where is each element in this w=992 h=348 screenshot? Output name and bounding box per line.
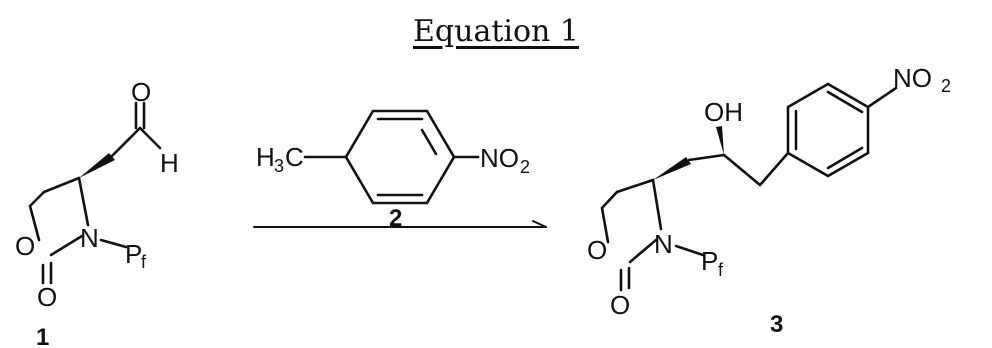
- reaction-arrow: [253, 220, 547, 228]
- aldehyde-ch-bond: [138, 126, 162, 150]
- aromatic-double-bond: [826, 146, 864, 170]
- compound-1: O N O P f O H 1: [15, 77, 179, 348]
- chain-bond: [687, 153, 726, 162]
- benzene-ring: [786, 82, 870, 178]
- nitro-label: NO: [893, 63, 932, 93]
- ring-oxygen-label: O: [15, 231, 35, 261]
- chain-bond: [722, 153, 762, 187]
- ring-bond: [628, 238, 658, 264]
- aromatic-double-bond: [420, 128, 438, 156]
- compound-3-number: 3: [770, 311, 783, 338]
- nitro-label: NO: [480, 143, 519, 173]
- aromatic-double-bond: [826, 90, 864, 114]
- reagent-2: H 3 C NO 2 2: [256, 109, 530, 232]
- methyl-label: H: [256, 142, 275, 172]
- equation-title: Equation 1: [413, 14, 579, 49]
- aldehyde-bond: [110, 126, 142, 158]
- ring-bond: [600, 206, 610, 244]
- nitrogen-label: N: [654, 229, 673, 259]
- ring-bond: [77, 176, 90, 227]
- n-pf-bond: [674, 244, 705, 257]
- reagent-2-number: 2: [389, 205, 402, 232]
- ring-bond: [651, 178, 663, 231]
- stereo-wedge: [79, 153, 115, 178]
- protecting-group-subscript: f: [141, 252, 147, 272]
- chain-bond: [758, 151, 790, 187]
- n-pf-bond: [99, 238, 128, 249]
- nitro-subscript: 2: [520, 157, 530, 177]
- protecting-group-subscript: f: [718, 260, 724, 280]
- ring-bond: [28, 190, 46, 208]
- ring-bond: [615, 178, 655, 194]
- compound-3: OH NO 2 O N O P f 3: [587, 63, 951, 338]
- protecting-group-label: P: [701, 246, 718, 276]
- carbonyl-oxygen-label: O: [37, 282, 57, 312]
- ring-bond: [49, 234, 84, 257]
- protecting-group-label: P: [125, 239, 142, 269]
- methyl-carbon-label: C: [285, 142, 304, 172]
- ring-oxygen-label: O: [587, 235, 607, 265]
- ring-bond: [42, 176, 81, 194]
- nitrogen-label: N: [80, 223, 99, 253]
- aldehyde-hydrogen-label: H: [160, 148, 179, 178]
- aldehyde-oxygen-label: O: [131, 77, 151, 107]
- stereo-wedge: [653, 157, 691, 180]
- ring-bond: [600, 190, 619, 210]
- benzene-ring: [344, 109, 456, 205]
- methyl-subscript: 3: [274, 156, 284, 176]
- arrow-head: [532, 220, 547, 228]
- compound-1-number: 1: [36, 324, 49, 348]
- hydroxyl-label: OH: [704, 97, 743, 127]
- nitro-subscript: 2: [941, 76, 951, 96]
- ring-bond: [28, 204, 41, 242]
- hydroxyl-wedge: [716, 126, 724, 155]
- nitro-bond: [866, 86, 898, 109]
- carbonyl-oxygen-label: O: [610, 290, 630, 320]
